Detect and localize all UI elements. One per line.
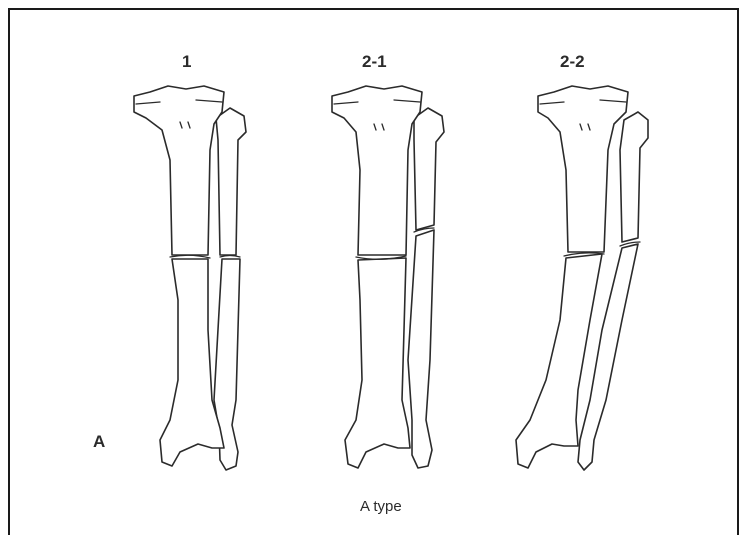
panel-1-fibula-upper [216, 108, 246, 255]
panel-label-1: 1 [182, 52, 191, 72]
panel-1-fibula-fracture-line [220, 256, 240, 258]
panel-1-tibia-fibula [134, 86, 246, 470]
panel-2-2-fibula-upper [620, 112, 648, 242]
panel-2-2-tibia-upper [538, 86, 628, 252]
panel-2-1-tibia-fibula [332, 86, 444, 468]
panel-2-1-fibula-lower [408, 230, 434, 468]
panel-1-tibia-lower [160, 259, 224, 466]
panel-2-1-tibia-lower [345, 258, 410, 468]
side-letter-label: A [93, 432, 105, 452]
panel-label-2-2: 2-2 [560, 52, 585, 72]
panel-label-2-1: 2-1 [362, 52, 387, 72]
panel-2-1-tibia-upper [332, 86, 422, 255]
panel-2-1-fibula-upper [414, 108, 444, 230]
figure-caption: A type [360, 498, 402, 515]
panel-2-2-tibia-fibula [516, 86, 648, 470]
panel-1-tibia-upper [134, 86, 224, 255]
